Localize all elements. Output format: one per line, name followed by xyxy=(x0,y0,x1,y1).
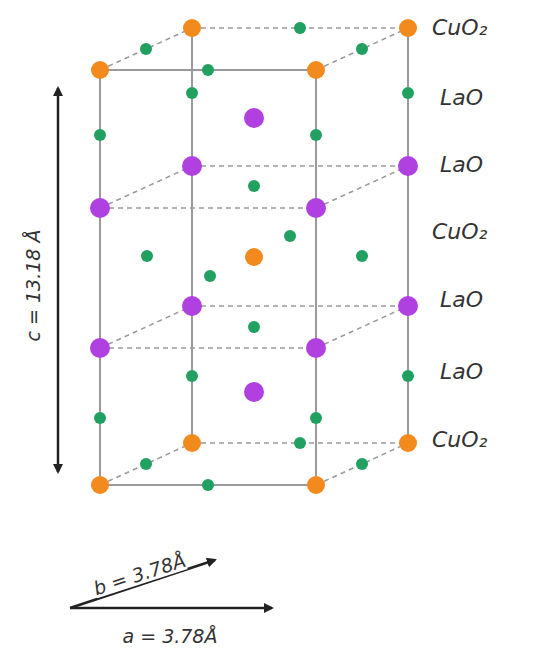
oxygen-atom xyxy=(94,412,106,424)
oxygen-atom xyxy=(294,22,306,34)
copper-atom xyxy=(183,19,201,37)
oxygen-atom xyxy=(202,64,214,76)
lanthanum-atom xyxy=(244,108,264,128)
copper-atom xyxy=(183,434,201,452)
lanthanum-atom xyxy=(182,156,202,176)
layer-label: LaO xyxy=(440,154,483,176)
oxygen-atom xyxy=(186,370,198,382)
copper-atom xyxy=(399,434,417,452)
copper-atom xyxy=(399,19,417,37)
c-arrow xyxy=(57,290,60,472)
oxygen-atom xyxy=(356,43,368,55)
lanthanum-atom xyxy=(244,382,264,402)
plane-line xyxy=(316,28,408,70)
lanthanum-atom xyxy=(306,198,326,218)
oxygen-atom xyxy=(356,458,368,470)
oxygen-atom xyxy=(402,370,414,382)
lanthanum-atom xyxy=(398,156,418,176)
oxygen-atom xyxy=(248,321,260,333)
plane-line xyxy=(100,166,192,208)
lanthanum-atom xyxy=(90,198,110,218)
layer-label: CuO₂ xyxy=(432,429,487,451)
plane-line xyxy=(100,443,192,485)
plane-line xyxy=(316,306,408,348)
oxygen-atom xyxy=(140,458,152,470)
oxygen-atom xyxy=(402,87,414,99)
oxygen-atom xyxy=(204,270,216,282)
plane-line xyxy=(316,443,408,485)
plane-line xyxy=(192,165,408,167)
oxygen-atom xyxy=(202,479,214,491)
oxygen-atom xyxy=(356,250,368,262)
dimension-label: a = 3.78Å xyxy=(123,627,218,646)
oxygen-atom xyxy=(140,43,152,55)
plane-line xyxy=(100,207,316,209)
layer-label: LaO xyxy=(440,361,483,383)
dimension-label: c = 13.18 Å xyxy=(25,229,44,341)
oxygen-atom xyxy=(294,437,306,449)
oxygen-atom xyxy=(94,129,106,141)
a-arrow xyxy=(70,607,272,610)
oxygen-atom xyxy=(141,250,153,262)
copper-atom xyxy=(307,476,325,494)
oxygen-atom xyxy=(310,129,322,141)
plane-line xyxy=(100,347,316,349)
lanthanum-atom xyxy=(182,296,202,316)
copper-atom xyxy=(91,476,109,494)
oxygen-atom xyxy=(186,87,198,99)
layer-label: LaO xyxy=(440,289,483,311)
copper-atom xyxy=(91,61,109,79)
plane-line xyxy=(100,306,192,348)
oxygen-atom xyxy=(248,180,260,192)
plane-line xyxy=(192,305,408,307)
plane-line xyxy=(316,166,408,208)
oxygen-atom xyxy=(310,412,322,424)
plane-line xyxy=(100,28,192,70)
c-arrow xyxy=(57,88,60,290)
lanthanum-atom xyxy=(306,338,326,358)
copper-atom xyxy=(245,248,263,266)
layer-label: CuO₂ xyxy=(432,17,487,39)
layer-label: LaO xyxy=(440,87,483,109)
lanthanum-atom xyxy=(398,296,418,316)
oxygen-atom xyxy=(284,230,296,242)
copper-atom xyxy=(307,61,325,79)
layer-label: CuO₂ xyxy=(432,221,487,243)
dimension-label: b = 3.78Å xyxy=(92,550,189,598)
lanthanum-atom xyxy=(90,338,110,358)
